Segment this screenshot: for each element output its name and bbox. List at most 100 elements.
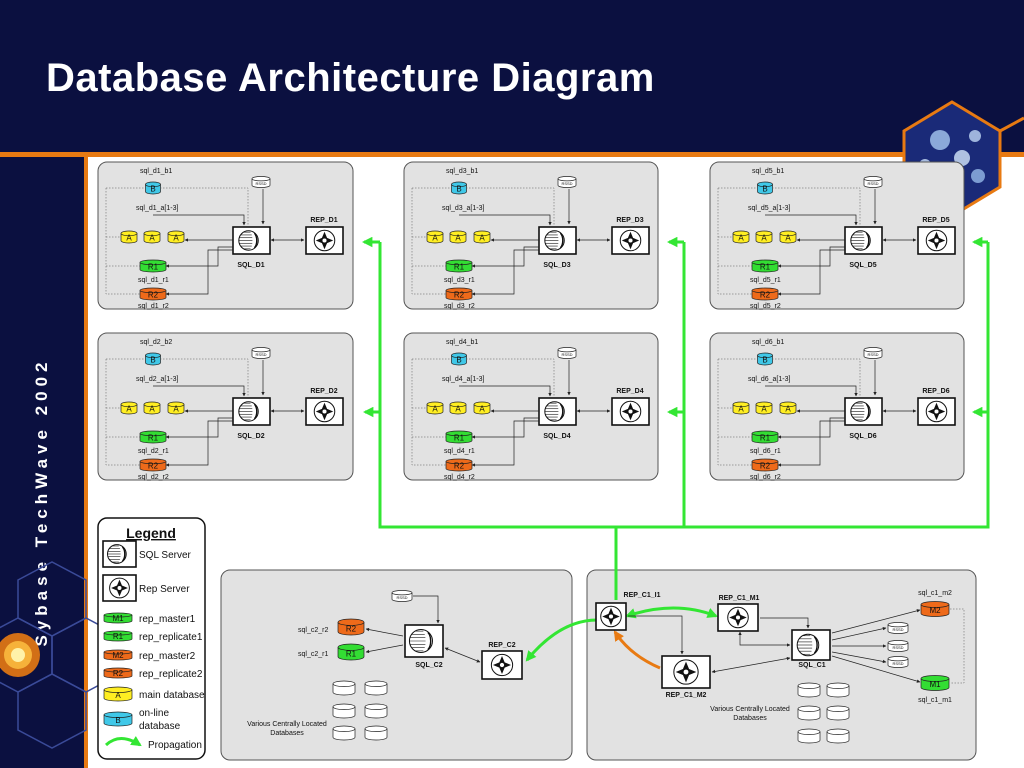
cluster-1-a-label: sql_d1_a[1-3] [136,205,178,212]
svg-text:B: B [115,716,120,725]
cluster-3-arrow-r1 [777,246,845,268]
label-various-c2-2: Databases [270,730,304,737]
svg-text:RSSD: RSSD [396,595,407,600]
cluster-4-r2-db: R2 [139,458,167,472]
cluster-1-rep-label: REP_D1 [310,217,337,224]
label-sql-c2-r1: sql_c2_r1 [298,651,328,658]
legend-r1-icon: R1 [103,630,133,642]
cluster-6-main-db-3: A [779,401,797,415]
cluster-3-main-db-3: A [779,230,797,244]
c1-rssd-2: RSSD [887,640,909,652]
legend-sql-server-icon [102,540,137,568]
legend-r2-icon: R2 [103,667,133,679]
c1-various-db-4 [826,705,850,721]
svg-text:RSSD: RSSD [561,181,572,186]
c1-arrow-rssd-3 [831,651,887,664]
cluster-4-main-db-1: A [120,401,138,415]
c1-rssd-1: RSSD [887,622,909,634]
cluster-4-b-label: sql_d2_b2 [140,339,172,346]
svg-text:RSSD: RSSD [892,661,903,666]
cluster-3-r1-db: R1 [751,259,779,273]
svg-text:B: B [150,355,155,364]
rep-c1-i1-server [595,602,627,631]
c2-r2-db: R2 [337,618,365,636]
cluster-1-sql-label: SQL_D1 [237,262,264,269]
svg-text:RSSD: RSSD [561,352,572,357]
central-labels: sql_c2_r2 sql_c2_r1 SQL_C2 REP_C2 Variou… [247,590,952,737]
cluster-4-rssd: RSSD [251,347,271,359]
svg-text:A: A [455,233,461,242]
cluster-5-rssd: RSSD [557,347,577,359]
cluster-1-sql-server [232,226,271,255]
cluster-1-online-db: B [145,181,161,195]
svg-text:RSSD: RSSD [892,645,903,650]
label-sql-c1-m2: sql_c1_m2 [918,590,952,597]
svg-text:RSSD: RSSD [892,627,903,632]
c1-arrow-m2 [831,609,921,634]
label-various-c1-2: Databases [733,715,767,722]
cluster-5-arrow-r1 [471,417,539,439]
cluster-5-sql-label: SQL_D4 [543,433,570,440]
cluster-2-a-label: sql_d3_a[1-3] [442,205,484,212]
cluster-3-arrow-r2 [777,249,845,296]
cluster-5-r1-label: sql_d4_r1 [444,448,475,455]
cluster-3-r2-label: sql_d5_r2 [750,303,781,310]
label-sql-c1-m1: sql_c1_m1 [918,697,952,704]
cluster-2-dotted-links [411,187,555,295]
label-rep-c2: REP_C2 [488,642,515,649]
cluster-4-rep-label: REP_D2 [310,388,337,395]
cluster-1-r1-label: sql_d1_r1 [138,277,169,284]
cluster-6-dotted-links [717,358,861,466]
cluster-1-main-db-3: A [167,230,185,244]
c2-various-db-1 [332,680,356,696]
cluster-4-r1-db: R1 [139,430,167,444]
cluster-1-main-db-1: A [120,230,138,244]
cluster-3-rep-label: REP_D5 [922,217,949,224]
legend-title: Legend [126,525,176,541]
c2-arrow-rep [444,647,481,663]
propagation-lines [361,236,990,662]
legend-a-icon: A [103,686,133,702]
cluster-4-online-db: B [145,352,161,366]
svg-text:R2: R2 [148,290,159,299]
c2-arrow-r1 [365,644,404,654]
label-sql-c2: SQL_C2 [415,662,442,669]
svg-text:B: B [762,355,767,364]
cluster-6-r1-db: R1 [751,430,779,444]
svg-text:R1: R1 [148,433,159,442]
svg-text:R1: R1 [346,649,357,658]
cluster-5-a-label: sql_d4_a[1-3] [442,376,484,383]
legend-propagation-label: Propagation [148,740,202,751]
cluster-6-sql-server [844,397,883,426]
label-sql-c2-r2: sql_c2_r2 [298,627,328,634]
legend-rep-server-icon [102,574,137,602]
cluster-6-r1-label: sql_d6_r1 [750,448,781,455]
c1-arrow-m1 [831,655,921,683]
legend-online-label-1: on-line [139,708,169,719]
c2-arrow-r2 [365,627,404,637]
svg-text:A: A [149,404,155,413]
svg-text:A: A [479,233,485,242]
cluster-1-main-db-2: A [143,230,161,244]
svg-text:R1: R1 [454,262,465,271]
svg-text:R2: R2 [760,290,771,299]
svg-text:A: A [738,404,744,413]
svg-text:RSSD: RSSD [255,181,266,186]
propagation-line-orange [613,630,661,670]
c2-various-db-5 [332,725,356,741]
cluster-1-rep-server [305,226,344,255]
svg-text:A: A [432,233,438,242]
svg-text:A: A [785,233,791,242]
cluster-3-main-db-1: A [732,230,750,244]
c1-various-db-5 [797,728,821,744]
cluster-2-sql-server [538,226,577,255]
cluster-5-rep-label: REP_D4 [616,388,643,395]
c1-rssd-3: RSSD [887,656,909,668]
c2-r1-db: R1 [337,643,365,661]
svg-text:RSSD: RSSD [867,352,878,357]
svg-text:R1: R1 [760,433,771,442]
svg-text:M1: M1 [112,614,124,623]
